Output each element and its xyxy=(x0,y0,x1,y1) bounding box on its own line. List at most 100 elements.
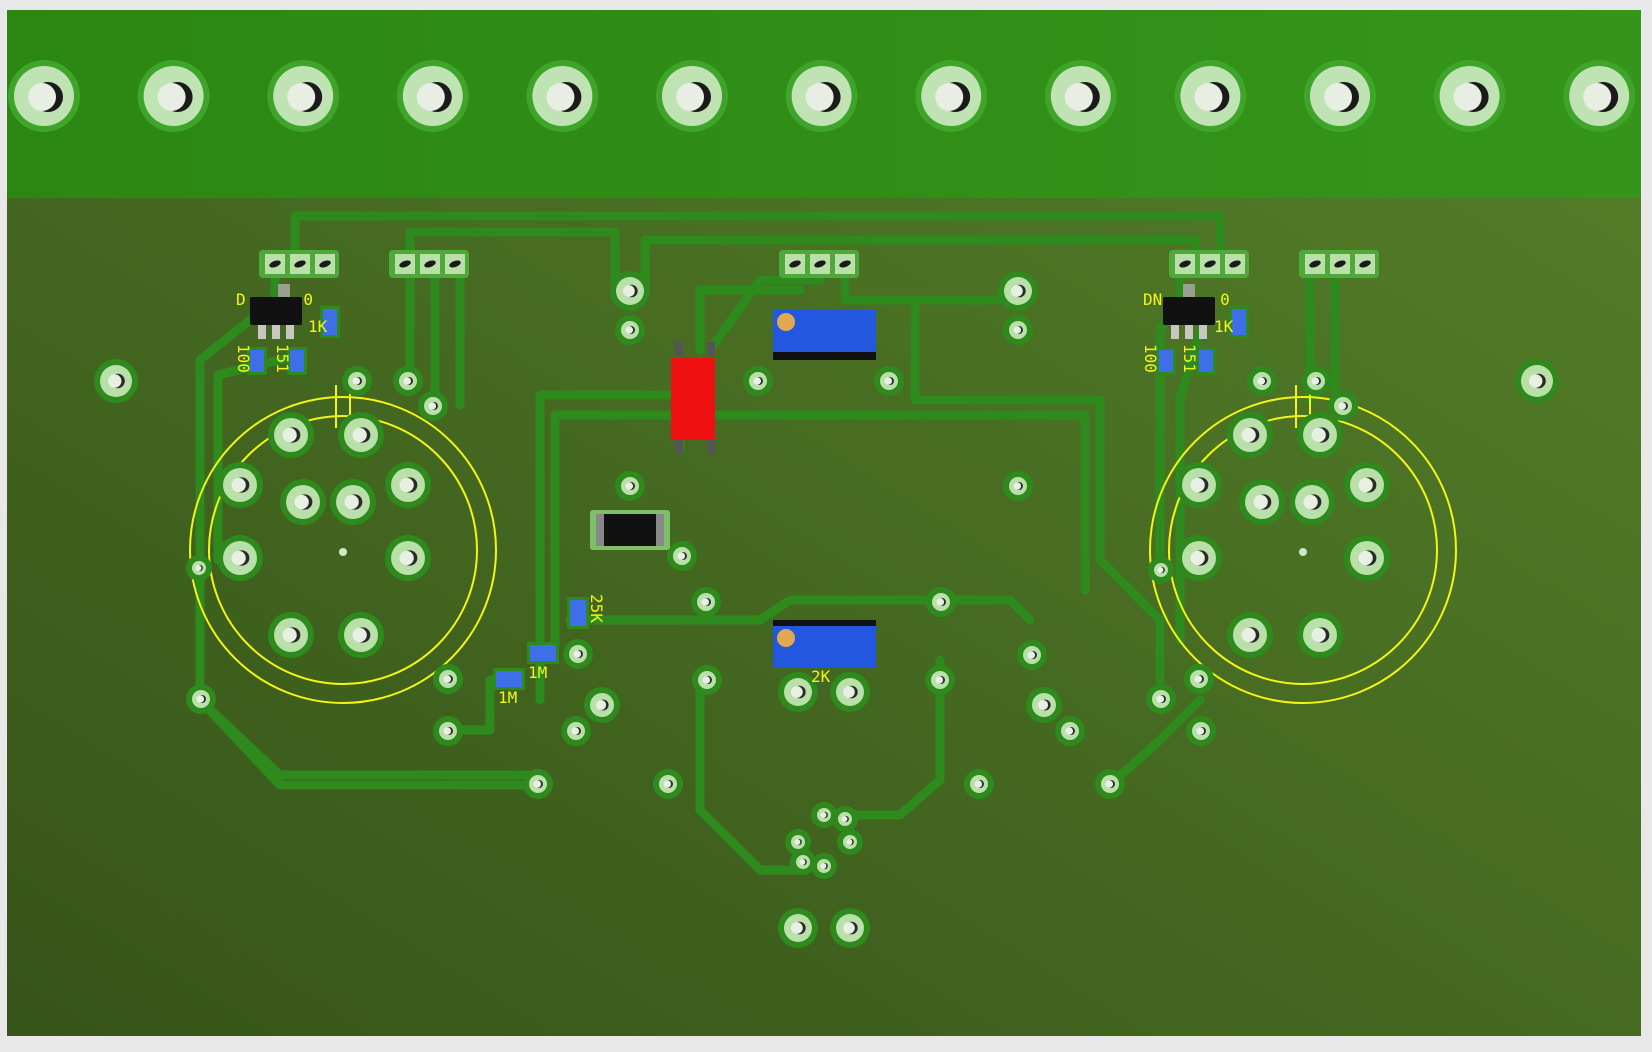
via-pad xyxy=(1003,471,1033,501)
label-1k-right: 1K xyxy=(1214,317,1234,336)
label-25k: 25K xyxy=(587,594,606,623)
connector-pin xyxy=(396,60,469,132)
label-151-left: 151 xyxy=(273,344,292,373)
socket-key xyxy=(1299,548,1307,556)
via-pad xyxy=(563,639,593,669)
label-ref-left: D​ 0 xyxy=(236,290,313,309)
via-pad xyxy=(998,271,1038,311)
black-diode xyxy=(590,510,670,550)
via-pad xyxy=(832,806,858,832)
trimmer-pot-bottom xyxy=(773,620,876,668)
via-pad xyxy=(830,672,870,712)
connector-pin xyxy=(8,60,80,132)
socket-pin xyxy=(1239,479,1285,525)
socket-pin xyxy=(268,612,314,658)
socket-pin xyxy=(338,612,384,658)
via-pad xyxy=(1301,366,1331,396)
via-pad xyxy=(811,853,837,879)
connector-pin xyxy=(915,60,988,132)
label-1m-b: 1M xyxy=(498,688,517,707)
socket-pin xyxy=(268,412,314,458)
socket-pin xyxy=(1227,612,1273,658)
via-pad xyxy=(1026,687,1062,723)
via-pad xyxy=(186,684,216,714)
via-pad xyxy=(584,687,620,723)
three-pin-header xyxy=(389,250,469,278)
smd-resistor xyxy=(1196,347,1216,375)
connector-pin xyxy=(656,60,728,132)
socket-pin xyxy=(1297,612,1343,658)
socket-pin xyxy=(1176,535,1222,581)
pads-layer xyxy=(94,271,1559,948)
label-1m-a: 1M xyxy=(528,663,547,682)
transistor-left xyxy=(250,284,302,339)
via-pad xyxy=(1247,366,1277,396)
connector-pin xyxy=(1304,60,1376,132)
mounting-hole xyxy=(1515,359,1559,403)
three-pin-header xyxy=(1299,250,1379,278)
via-pad xyxy=(1184,664,1214,694)
socket-pin xyxy=(1289,479,1335,525)
three-pin-headers xyxy=(259,250,1379,278)
via-pad xyxy=(615,315,645,345)
socket-pin xyxy=(1344,535,1390,581)
via-pad xyxy=(653,769,683,799)
connector-pin xyxy=(785,60,858,132)
smd-resistor xyxy=(247,347,267,375)
via-pad xyxy=(393,366,423,396)
socket-pin xyxy=(385,462,431,508)
via-pad xyxy=(778,908,818,948)
transistor-right xyxy=(1163,284,1215,339)
via-pad xyxy=(610,271,650,311)
socket-pin xyxy=(217,535,263,581)
via-pad xyxy=(1055,716,1085,746)
silkscreen-labels: D​ 0 DN 0 1K 1K 100 151 100 151 25K 1M 1… xyxy=(234,290,1234,707)
socket-key xyxy=(339,548,347,556)
connector-pin xyxy=(1563,60,1636,132)
top-connector-pins xyxy=(8,60,1636,132)
label-2k: 2K xyxy=(811,667,831,686)
label-100-right: 100 xyxy=(1141,344,1160,373)
via-pad xyxy=(561,716,591,746)
via-pad xyxy=(778,672,818,712)
via-pad xyxy=(523,769,553,799)
via-pad xyxy=(1186,716,1216,746)
via-pad xyxy=(667,541,697,571)
socket-pin xyxy=(338,412,384,458)
connector-pin xyxy=(526,60,599,132)
via-pad xyxy=(811,802,837,828)
label-1k-left: 1K xyxy=(308,317,328,336)
connector-pin xyxy=(1044,60,1117,132)
smd-resistors xyxy=(247,306,1249,690)
smd-resistor xyxy=(527,642,559,664)
smd-resistor xyxy=(320,306,340,338)
socket-pin xyxy=(217,462,263,508)
connector-pin xyxy=(137,60,210,132)
via-pad xyxy=(342,366,372,396)
via-pad xyxy=(1017,640,1047,670)
red-capacitor xyxy=(671,342,715,454)
socket-pin xyxy=(280,479,326,525)
socket-pin xyxy=(1297,412,1343,458)
label-ref-right: DN 0 xyxy=(1143,290,1230,309)
copper-traces xyxy=(195,211,1340,875)
via-pad xyxy=(1328,391,1358,421)
via-pad xyxy=(186,555,212,581)
three-pin-header xyxy=(259,250,339,278)
via-pad xyxy=(1003,315,1033,345)
tube-socket-right xyxy=(1149,385,1457,704)
via-pad xyxy=(1148,557,1174,583)
via-pad xyxy=(785,829,811,855)
via-pad xyxy=(743,366,773,396)
trimmer-pot-top xyxy=(773,310,876,360)
three-pin-header xyxy=(779,250,859,278)
label-100-left: 100 xyxy=(234,344,253,373)
via-pad xyxy=(830,908,870,948)
via-pad xyxy=(925,665,955,695)
smd-resistor xyxy=(1156,347,1176,375)
socket-pin xyxy=(385,535,431,581)
mounting-hole xyxy=(94,359,138,403)
via-pad xyxy=(837,829,863,855)
